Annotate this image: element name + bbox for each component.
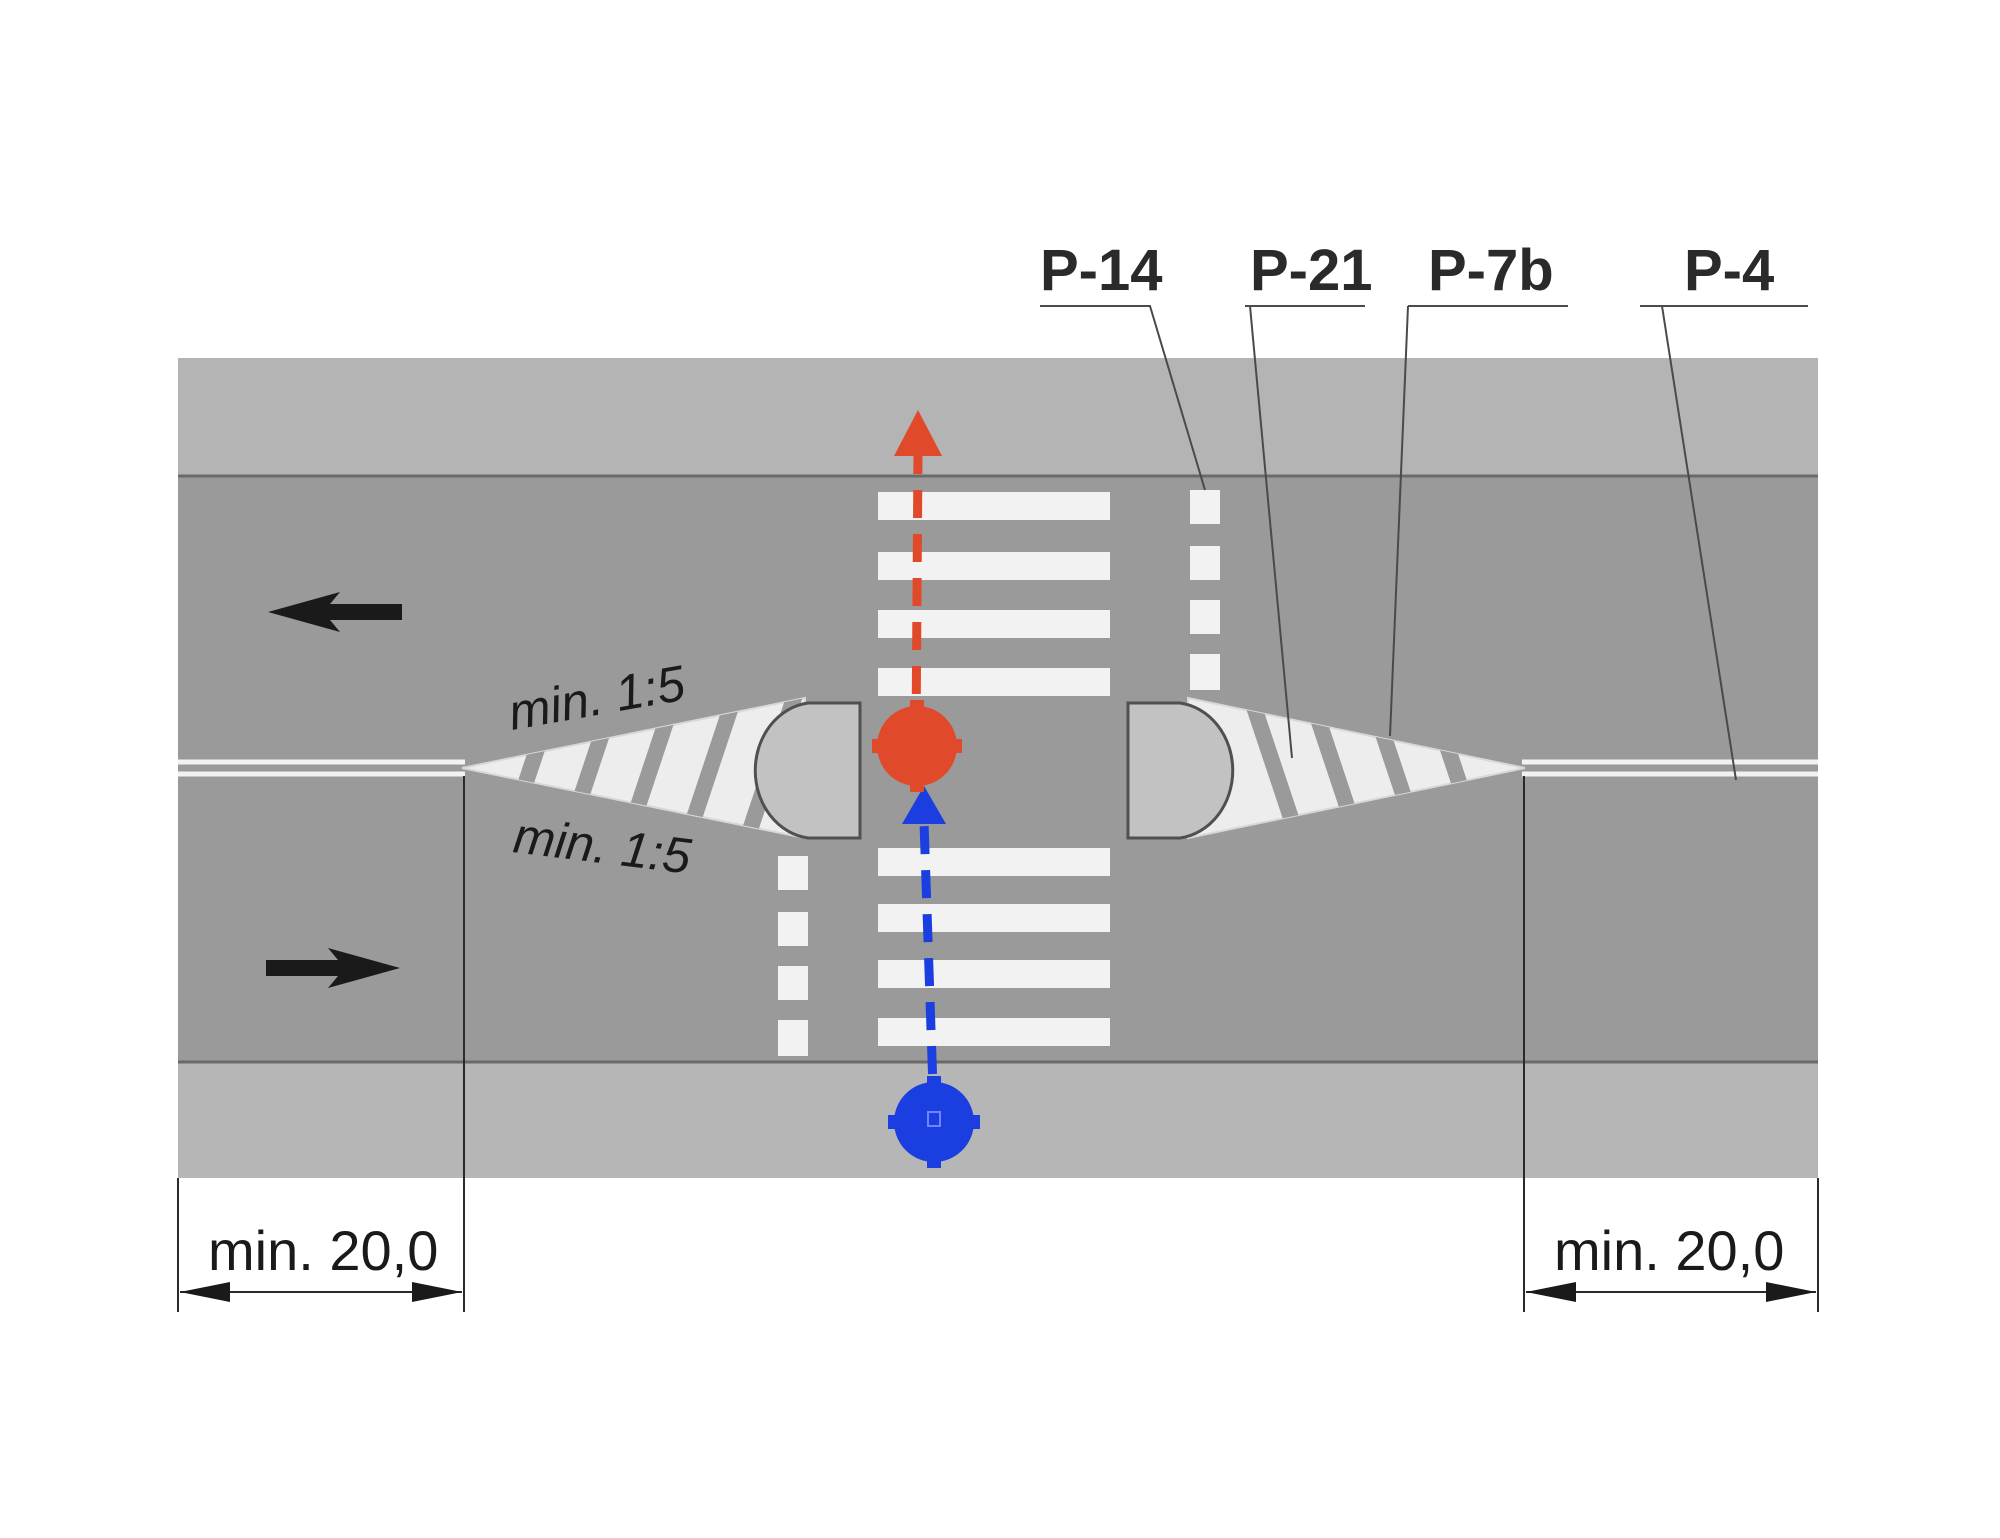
leader-lines (1040, 305, 1808, 781)
center-line-p4 (178, 759, 1818, 777)
sidewalk-bottom (178, 1062, 1818, 1178)
label-p4: P-4 (1684, 238, 1774, 303)
dimension-label-right: min. 20,0 (1554, 1219, 1784, 1282)
pedestrian-path-red (911, 451, 923, 739)
sidewalk-top (178, 358, 1818, 476)
pedestrian-marker-icon (872, 700, 962, 792)
refuge-island-left (753, 701, 862, 840)
red-direction-arrow-icon (894, 410, 942, 456)
refuge-island-right (1126, 701, 1235, 840)
dimension-arrowhead (1526, 1282, 1576, 1302)
label-p7b: P-7b (1428, 238, 1554, 303)
dimension-arrowhead (412, 1282, 462, 1302)
stop-line-p14-bottom (778, 856, 808, 1056)
zebra-crossing-bottom (878, 848, 1110, 1046)
pedestrian-path-blue (919, 821, 939, 1119)
dimension-arrowhead (1766, 1282, 1816, 1302)
label-p14: P-14 (1040, 238, 1163, 303)
pedestrian-marker-icon (888, 1076, 980, 1168)
dimension-arrowhead (180, 1282, 230, 1302)
dimension-label-left: min. 20,0 (208, 1219, 438, 1282)
arrow-right-icon (266, 948, 400, 988)
blue-direction-arrow-icon (902, 786, 946, 824)
arrow-left-icon (268, 592, 402, 632)
stop-line-p14-top (1190, 490, 1220, 690)
label-p21: P-21 (1250, 238, 1373, 303)
